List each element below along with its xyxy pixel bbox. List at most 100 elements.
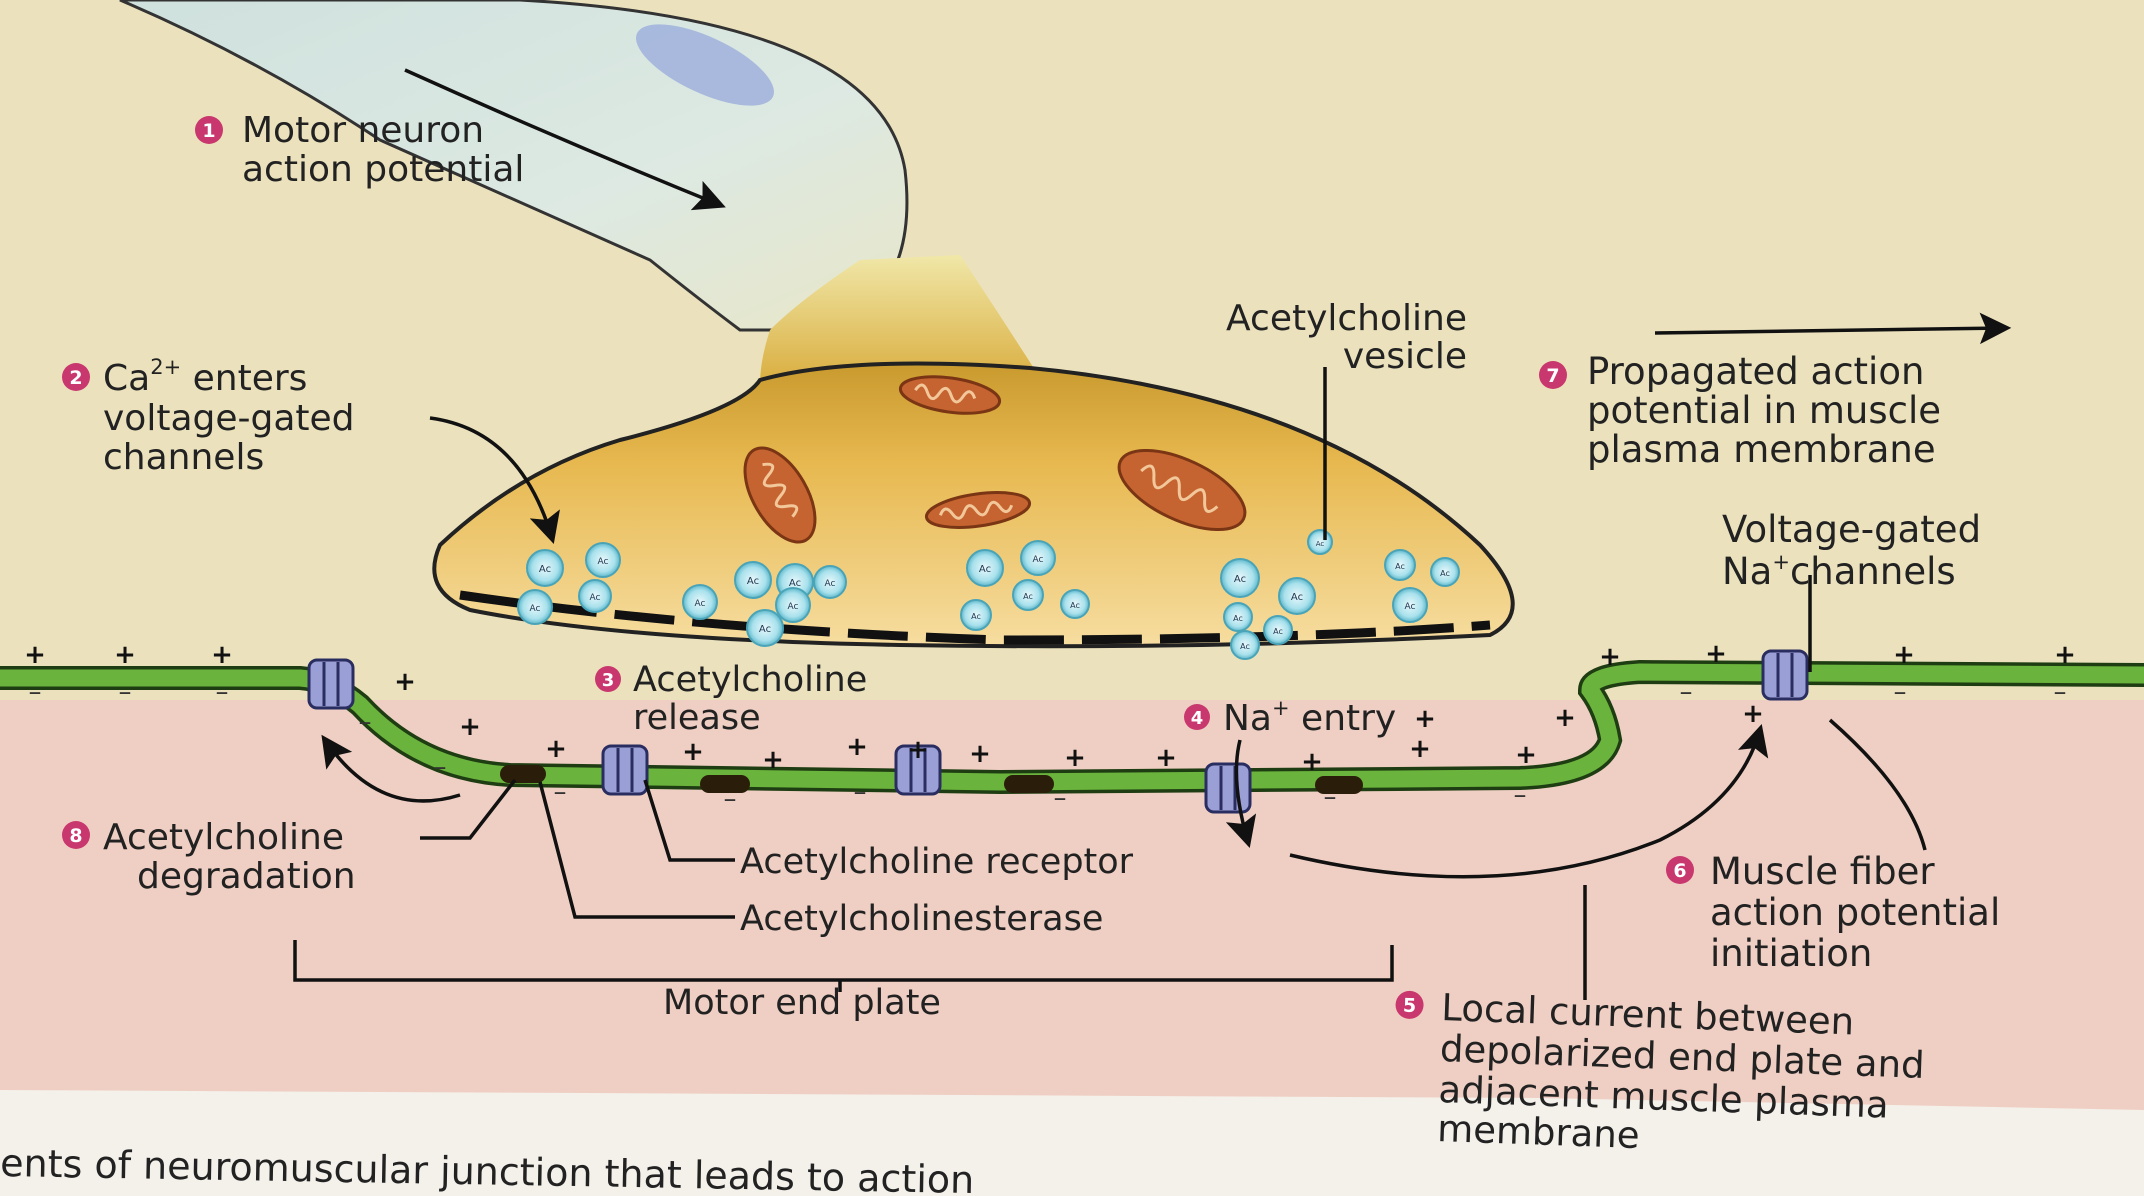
step-7-line-3: plasma membrane	[1587, 428, 1936, 471]
positive-charge: +	[211, 640, 233, 670]
vesicle: Ac	[1221, 559, 1259, 597]
negative-charge: –	[29, 677, 42, 707]
step-2-number: 2	[69, 367, 82, 389]
acetylcholinesterase-label: Acetylcholinesterase	[740, 899, 1103, 939]
step-4-charge: +	[1272, 696, 1290, 720]
vesicle: Ac	[579, 580, 611, 612]
positive-charge: +	[1301, 747, 1323, 777]
acetylcholine-molecule: Ac	[979, 564, 991, 575]
positive-charge: +	[459, 712, 481, 742]
positive-charge: +	[545, 734, 567, 764]
step-3-line-1: Acetylcholine	[633, 660, 867, 700]
acetylcholine-molecule: Ac	[1233, 614, 1243, 623]
step-2-line-1: Ca2+ enters	[103, 355, 307, 399]
step-3-number: 3	[602, 670, 615, 691]
vesicle: Ac	[961, 600, 991, 630]
positive-charge: +	[1064, 743, 1086, 773]
positive-charge: +	[1742, 699, 1764, 729]
positive-charge: +	[1155, 743, 1177, 773]
acetylcholine-molecule: Ac	[695, 599, 706, 609]
vesicle: Ac	[1013, 580, 1043, 610]
membrane-channel	[603, 746, 647, 794]
step-7-label: 7 Propagated action potential in muscle …	[1539, 350, 1941, 471]
positive-charge: +	[969, 739, 991, 769]
negative-charge: –	[216, 677, 229, 707]
step-4-entry: entry	[1290, 698, 1397, 739]
acetylcholine-molecule: Ac	[530, 604, 541, 614]
vesicle: Ac	[1385, 550, 1415, 580]
acetylcholine-molecule: Ac	[1316, 540, 1325, 548]
acetylcholine-molecule: Ac	[1033, 555, 1044, 565]
acetylcholine-molecule: Ac	[1273, 627, 1283, 636]
positive-charge: +	[114, 640, 136, 670]
vesicle: Ac	[1264, 616, 1292, 644]
acetylcholine-molecule: Ac	[971, 612, 981, 621]
vesicle: Ac	[814, 566, 846, 598]
acetylcholine-molecule: Ac	[788, 602, 799, 612]
vesicle: Ac	[1393, 588, 1427, 622]
positive-charge: +	[682, 737, 704, 767]
vesicle: Ac	[735, 562, 771, 598]
acetylcholine-molecule: Ac	[825, 579, 836, 589]
acetylcholine-molecule: Ac	[1234, 574, 1246, 585]
vesicle: Ac	[1021, 541, 1055, 575]
membrane-channel	[1763, 651, 1807, 699]
membrane-channel	[309, 660, 353, 708]
vesicle: Ac	[527, 550, 563, 586]
positive-charge: +	[1409, 734, 1431, 764]
positive-charge: +	[24, 640, 46, 670]
acetylcholine-molecule: Ac	[539, 564, 551, 575]
positive-charge: +	[1893, 640, 1915, 670]
negative-charge: –	[1054, 783, 1067, 813]
acetylcholine-molecule: Ac	[598, 557, 609, 567]
na-channels-line-2: Na+channels	[1722, 550, 1956, 593]
positive-charge: +	[2054, 640, 2076, 670]
step-6-number: 6	[1673, 860, 1686, 882]
step-6-line-1: Muscle fiber	[1710, 850, 1935, 893]
step-2-ca: Ca	[103, 358, 150, 399]
step-6-line-2: action potential	[1710, 891, 2000, 934]
negative-charge: –	[1514, 780, 1527, 810]
negative-charge: –	[2054, 677, 2067, 707]
step-2-ca-charge: 2+	[150, 355, 181, 379]
acetylcholine-molecule: Ac	[1240, 642, 1250, 651]
na-channels-line-1: Voltage-gated	[1722, 508, 1981, 551]
positive-charge: +	[762, 745, 784, 775]
positive-charge: +	[1554, 703, 1576, 733]
positive-charge: +	[907, 735, 929, 765]
acetylcholine-molecule: Ac	[1023, 592, 1033, 601]
step-7-number: 7	[1546, 365, 1559, 387]
positive-charge: +	[1599, 642, 1621, 672]
vesicle: Ac	[683, 585, 717, 619]
vesicle: Ac	[967, 550, 1003, 586]
negative-charge: –	[1324, 782, 1337, 812]
positive-charge: +	[394, 667, 416, 697]
step-7-line-2: potential in muscle	[1587, 389, 1941, 432]
vesicle: Ac	[1279, 578, 1315, 614]
acetylcholine-molecule: Ac	[1070, 601, 1080, 610]
motor-end-plate-label: Motor end plate	[663, 983, 941, 1023]
vesicle: Ac	[1061, 590, 1089, 618]
vesicle: Ac	[1231, 631, 1259, 659]
vesicle: Ac	[747, 610, 783, 646]
step-8-number: 8	[69, 825, 82, 847]
step-1-line-1: Motor neuron	[242, 110, 484, 151]
step-1-line-2: action potential	[242, 149, 524, 190]
acetylcholine-molecule: Ac	[1405, 602, 1416, 612]
negative-charge: –	[434, 752, 447, 782]
na-channels-word: channels	[1790, 550, 1956, 593]
step-8-line-1: Acetylcholine	[103, 817, 344, 858]
acetylcholine-molecule: Ac	[1395, 562, 1405, 571]
negative-charge: –	[854, 777, 867, 807]
acetylcholine-molecule: Ac	[1440, 569, 1450, 578]
vesicle-label-line-1: Acetylcholine	[1226, 298, 1467, 339]
acetylcholine-molecule: Ac	[1291, 592, 1303, 603]
step-3-line-2: release	[633, 698, 761, 738]
acetylcholine-molecule: Ac	[590, 593, 601, 603]
na-channels-charge: +	[1772, 550, 1790, 574]
vesicle: Ac	[1224, 603, 1252, 631]
step-1-label: 1 Motor neuron action potential	[195, 110, 524, 190]
acetylcholine-molecule: Ac	[747, 576, 759, 587]
